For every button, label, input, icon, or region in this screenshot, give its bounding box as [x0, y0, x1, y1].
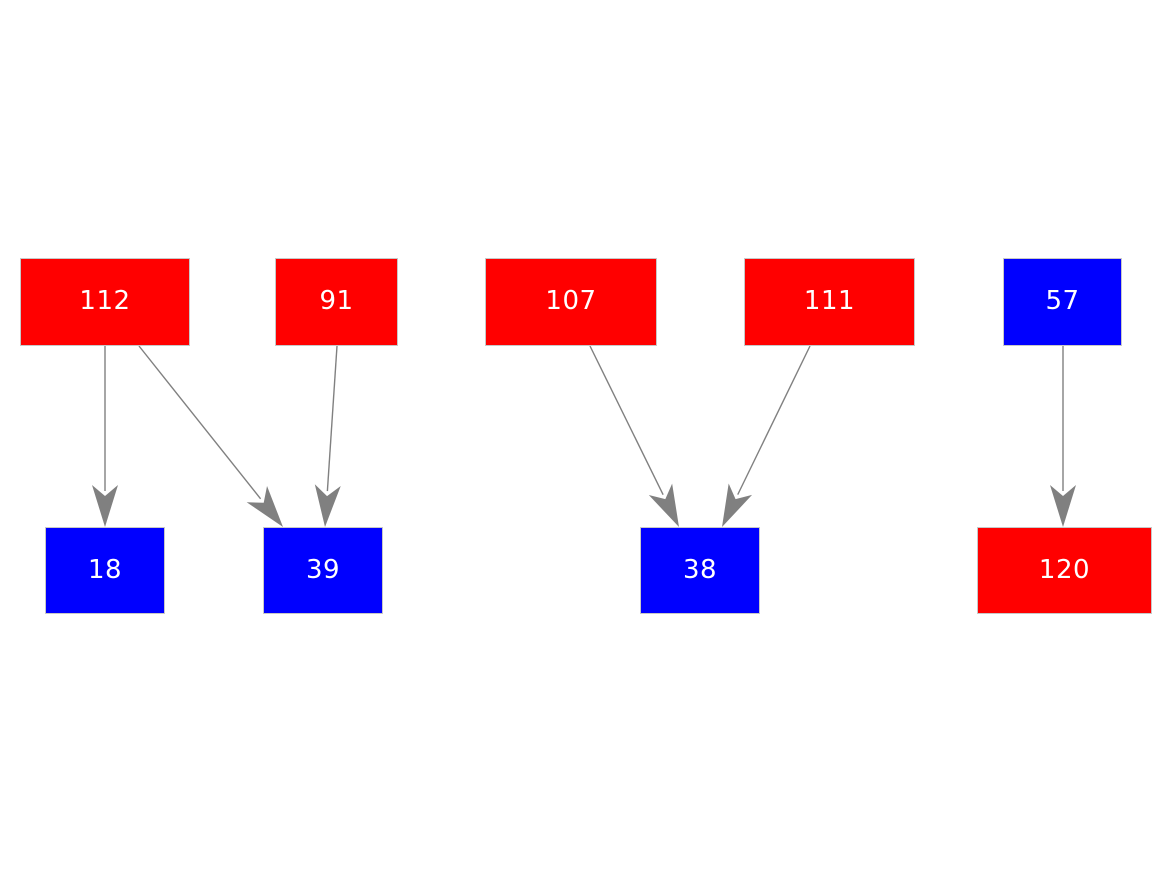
- graph-node-120[interactable]: 120: [977, 527, 1152, 614]
- graph-node-39[interactable]: 39: [263, 527, 383, 614]
- node-label: 111: [803, 286, 856, 316]
- node-label: 18: [87, 554, 123, 585]
- graph-node-38[interactable]: 38: [640, 527, 760, 614]
- node-label: 107: [545, 286, 597, 316]
- graph-node-107[interactable]: 107: [485, 258, 657, 346]
- edge-line-111-to-38: [737, 345, 811, 495]
- edge-arrowhead-107-to-38: [648, 483, 679, 527]
- node-label: 120: [1038, 554, 1091, 585]
- edge-line-91-to-39: [326, 345, 338, 492]
- node-label: 38: [682, 554, 718, 585]
- graph-node-57[interactable]: 57: [1003, 258, 1122, 346]
- graph-node-111[interactable]: 111: [744, 258, 915, 346]
- graph-node-112[interactable]: 112: [20, 258, 190, 346]
- node-label: 39: [305, 554, 341, 585]
- edge-arrowhead-112-to-18: [92, 485, 118, 527]
- node-label: 57: [1045, 286, 1080, 316]
- graph-node-18[interactable]: 18: [45, 527, 165, 614]
- edge-line-107-to-38: [589, 345, 664, 496]
- edge-arrowhead-111-to-38: [722, 483, 753, 527]
- node-label: 112: [79, 286, 131, 316]
- edge-arrowhead-91-to-39: [314, 484, 341, 527]
- edge-line-112-to-39: [138, 345, 262, 500]
- graph-node-91[interactable]: 91: [275, 258, 398, 346]
- node-label: 91: [319, 286, 354, 316]
- edge-arrowhead-57-to-120: [1050, 485, 1076, 527]
- edge-arrowhead-112-to-39: [246, 486, 283, 527]
